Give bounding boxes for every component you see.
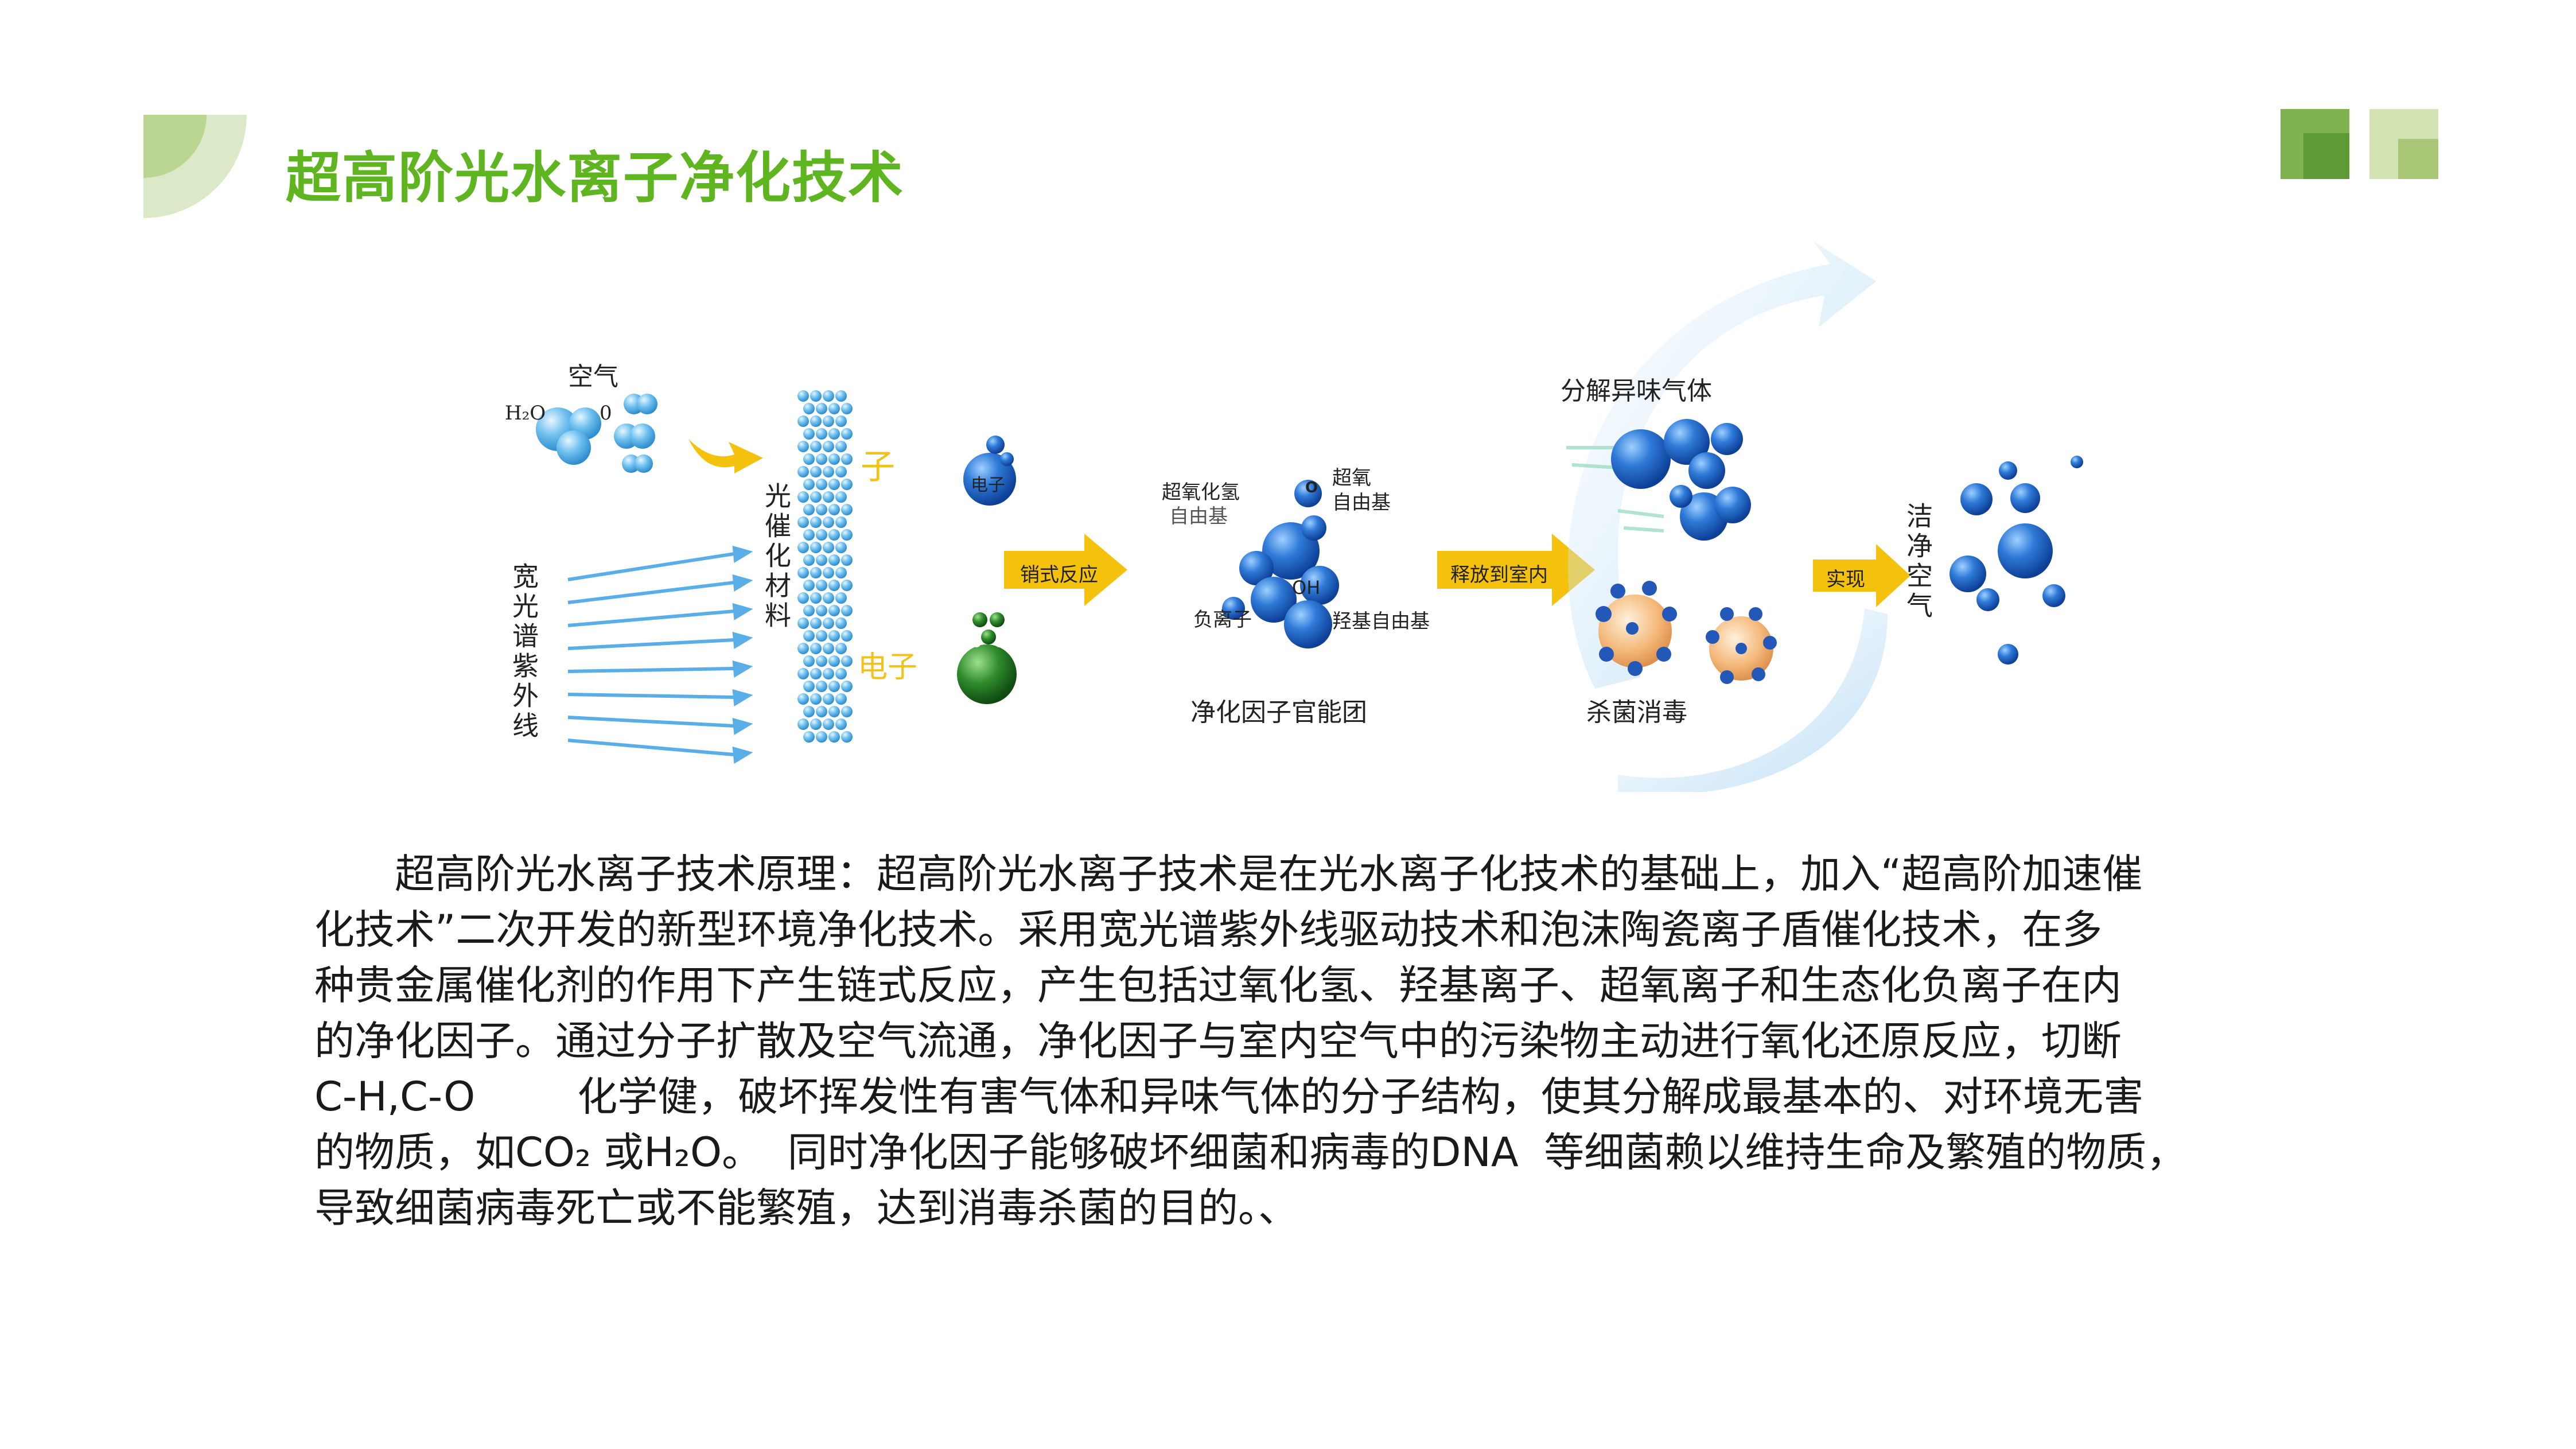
air-label: 空气 — [568, 362, 618, 391]
air-arrow-icon — [688, 439, 763, 473]
clean-air-spheres-icon — [1949, 456, 2083, 665]
electron-sphere-icon — [957, 612, 1017, 704]
achieve-label: 实现 — [1826, 568, 1865, 591]
hydroxyl-label: 羟基自由基 — [1332, 610, 1430, 633]
page-title: 超高阶光水离子净化技术 — [286, 146, 904, 210]
h2o2-label-2: 自由基 — [1169, 505, 1228, 528]
hole-sphere-icon — [963, 436, 1016, 506]
diagram-graphics — [536, 241, 2083, 792]
chain-reaction-arrow-icon — [1004, 534, 1127, 606]
paragraph-line: 导致细菌病毒死亡或不能繁殖，达到消毒杀菌的目的。、 — [314, 1184, 1298, 1232]
functional-group-cluster-icon — [1222, 480, 1339, 648]
paragraph-line: 的物质，如CO₂ 或H₂O。 同时净化因子能够破坏细菌和病毒的DNA 等细菌赖以… — [314, 1129, 2187, 1176]
catalyst-wall-icon — [797, 390, 853, 743]
functional-group-label: 净化因子官能团 — [1190, 698, 1367, 727]
paragraph-line: 化技术”二次开发的新型环境净化技术。采用宽光谱紫外线驱动技术和泡沫陶瓷离子盾催化… — [314, 906, 2103, 953]
paragraph-line: 种贵金属催化剂的作用下产生链式反应，产生包括过氧化氢、羟基离子、超氧离子和生态化… — [314, 962, 2122, 1009]
paragraph-line: 的净化因子。通过分子扩散及空气流通，净化因子与室内空气中的污染物主动进行氧化还原… — [314, 1017, 2122, 1065]
electron-label: 电子 — [858, 650, 918, 685]
hole-label: 子 — [861, 447, 895, 487]
oxygen-label: 0 — [600, 402, 612, 425]
purification-diagram: 空气 H₂O 0 宽光谱紫外线 光催化材料 子 电子 电子 销式反应 超氧化氢 … — [493, 241, 2100, 792]
superoxide-label-2: 自由基 — [1332, 491, 1391, 514]
o-atom-label: O — [1305, 479, 1318, 496]
catalyst-label: 光催化材料 — [761, 482, 792, 631]
superoxide-label: 超氧 — [1332, 467, 1371, 490]
clean-air-label: 洁净空气 — [1902, 502, 1933, 621]
electron-ball-label: 电子 — [971, 475, 1005, 495]
paragraph-line: 超高阶光水离子技术原理：超高阶光水离子技术是在光水离子化技术的基础上，加入“超高… — [395, 850, 2143, 898]
swirl-lower-icon — [1618, 608, 1888, 792]
oh-label: OH — [1292, 577, 1321, 599]
negative-ion-label: 负离子 — [1193, 608, 1252, 631]
chain-reaction-label: 销式反应 — [1020, 564, 1098, 586]
uv-label: 宽光谱紫外线 — [508, 562, 539, 741]
decompose-gas-icon — [1566, 419, 1751, 541]
h2o-label: H₂O — [505, 402, 546, 425]
h2o2-label: 超氧化氢 — [1162, 481, 1240, 504]
paragraph-line: C-H,C-O 化学健，破坏挥发性有害气体和异味气体的分子结构，使其分解成最基本… — [314, 1073, 2144, 1120]
sterilize-label: 杀菌消毒 — [1586, 698, 1687, 727]
achieve-arrow-icon — [1813, 544, 1910, 607]
air-molecules-icon — [536, 394, 657, 473]
release-label: 释放到室内 — [1450, 564, 1548, 586]
bacteria-icon — [1596, 581, 1777, 684]
decompose-label: 分解异味气体 — [1561, 376, 1712, 406]
title-decoration-icon — [143, 115, 247, 218]
principle-paragraph: 超高阶光水离子技术原理：超高阶光水离子技术是在光水离子化技术的基础上，加入“超高… — [314, 846, 2299, 1236]
uv-arrows-icon — [567, 545, 753, 764]
corner-squares-icon — [2281, 109, 2438, 179]
